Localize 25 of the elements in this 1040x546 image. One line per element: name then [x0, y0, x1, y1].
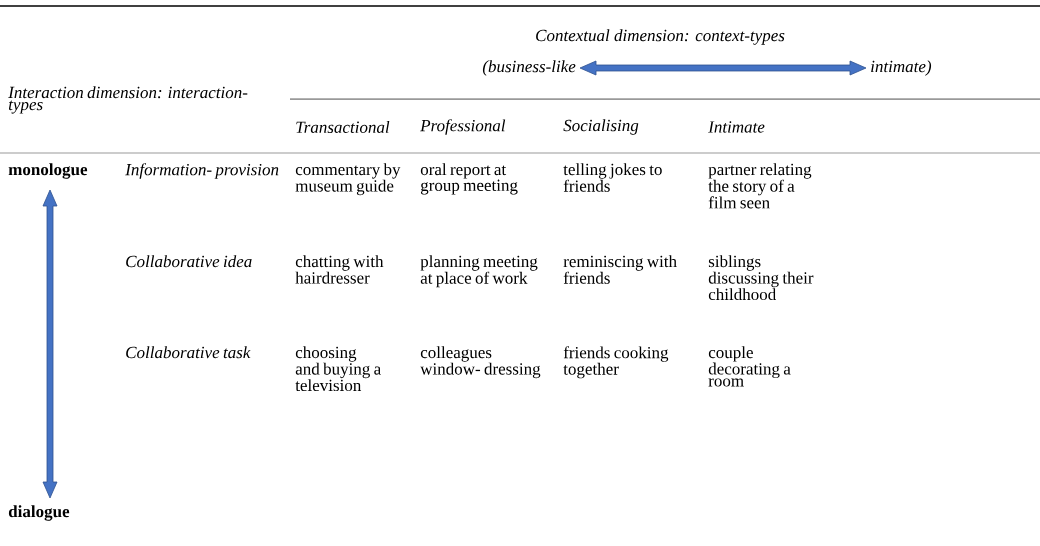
- table-cell: telling jokes to friends: [563, 163, 662, 192]
- column-heading: Professional: [420, 119, 506, 135]
- table-cell: reminiscing with friends: [563, 255, 677, 284]
- table-cell: chatting with hairdresser: [295, 255, 384, 284]
- table-cell: planning meeting at place of work: [420, 255, 538, 288]
- table-cell: colleagues window- dressing: [420, 346, 541, 379]
- scale-label: intimate): [871, 60, 932, 76]
- scale-label: monologue: [8, 163, 88, 179]
- table-cell: choosing and buying a television: [295, 346, 381, 392]
- table-cell: friends cooking together: [563, 346, 669, 379]
- row-group-heading: Interaction dimension: interaction- types: [8, 86, 248, 114]
- table-cell: partner relating the story of a film seen: [708, 163, 812, 209]
- scale-label: (business-like: [482, 60, 576, 76]
- scale-label: dialogue: [8, 505, 70, 521]
- row-heading: Collaborative idea: [126, 255, 252, 268]
- column-group-heading: Contextual dimension: context-types: [536, 29, 785, 45]
- column-heading: Intimate: [708, 121, 765, 133]
- table-cell: commentary by museum guide: [295, 163, 401, 196]
- row-heading: Collaborative task: [126, 346, 251, 359]
- table-cell: oral report at group meeting: [420, 163, 518, 195]
- table-cell: siblings discussing their childhood: [708, 255, 814, 301]
- row-heading: Information- provision: [125, 163, 279, 179]
- column-heading: Transactional: [296, 121, 390, 133]
- table-cell: couple decorating a room: [708, 346, 791, 387]
- column-heading: Socialising: [563, 119, 639, 135]
